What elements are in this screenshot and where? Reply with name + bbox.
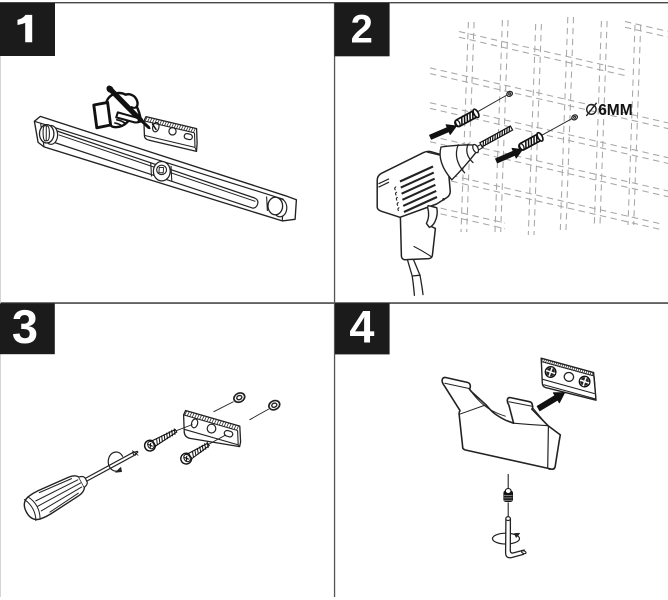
svg-text:4: 4 xyxy=(349,301,374,352)
svg-text:2: 2 xyxy=(351,7,373,51)
svg-text:6MM: 6MM xyxy=(598,102,632,119)
svg-text:3: 3 xyxy=(12,300,38,353)
